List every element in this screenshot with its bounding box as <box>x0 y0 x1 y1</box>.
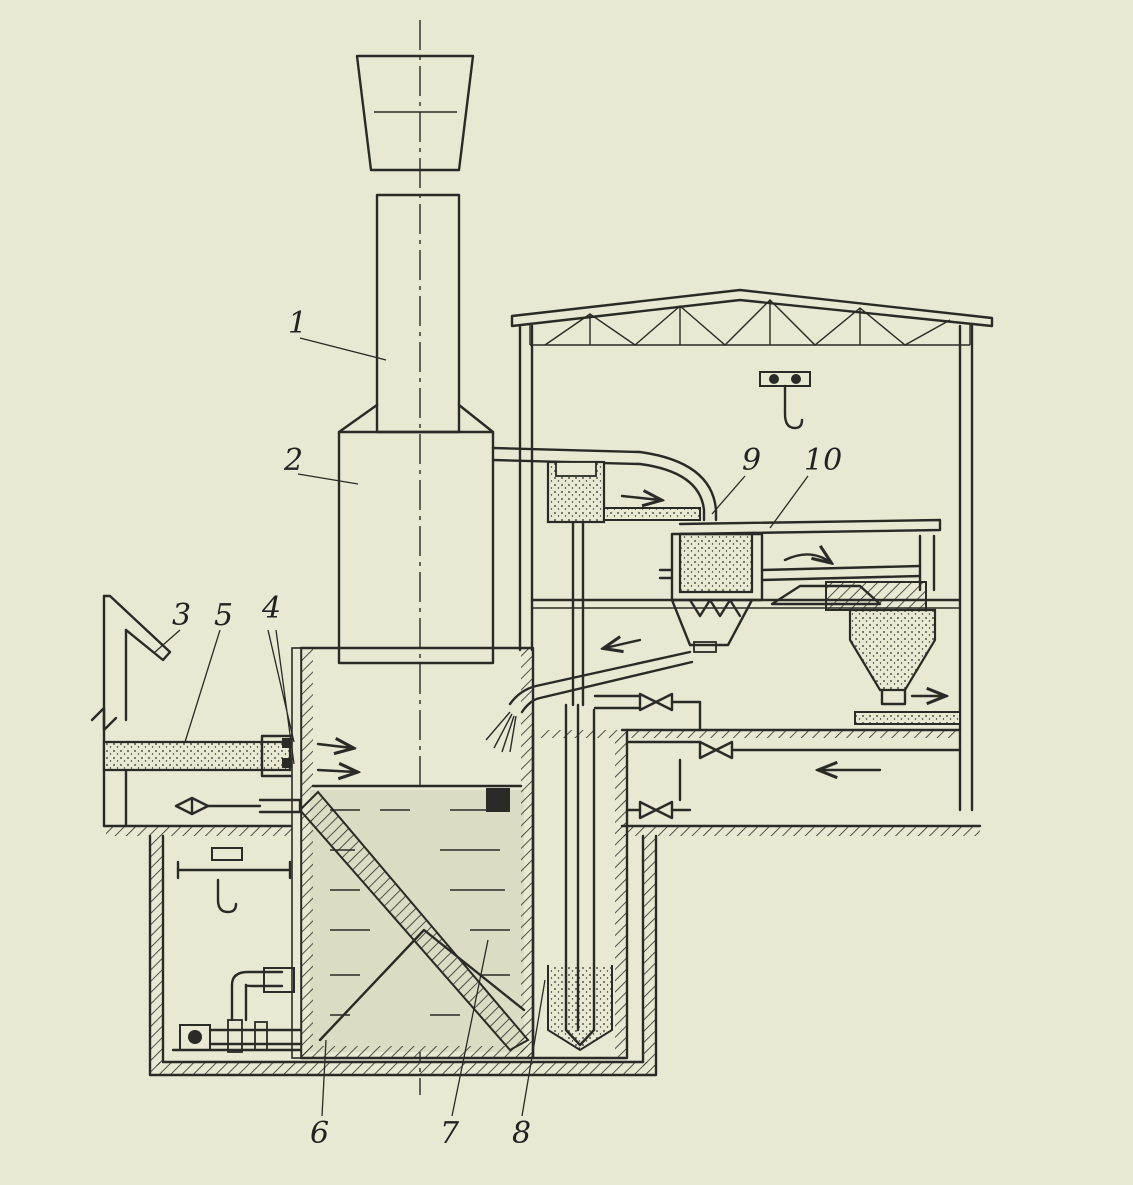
pit-walls <box>102 728 982 1077</box>
quench-tank <box>298 646 535 1060</box>
label-9: 9 <box>742 443 761 478</box>
machine-room <box>90 594 302 1059</box>
label-7: 7 <box>440 1116 460 1151</box>
flow-arrow <box>316 744 352 748</box>
label-5: 5 <box>214 598 233 633</box>
chimney <box>355 54 475 434</box>
label-8: 8 <box>512 1116 531 1151</box>
slurry-pit <box>531 518 629 1060</box>
callouts: 1 2 3 5 4 6 7 8 9 10 <box>154 306 842 1151</box>
right-building <box>485 288 994 820</box>
label-3: 3 <box>172 598 191 633</box>
flow-arrow <box>316 770 356 772</box>
label-10: 10 <box>804 443 842 478</box>
label-6: 6 <box>310 1116 329 1151</box>
label-2: 2 <box>283 443 303 478</box>
shaft-upper <box>337 403 495 665</box>
label-1: 1 <box>288 306 307 341</box>
label-4: 4 <box>261 591 281 626</box>
